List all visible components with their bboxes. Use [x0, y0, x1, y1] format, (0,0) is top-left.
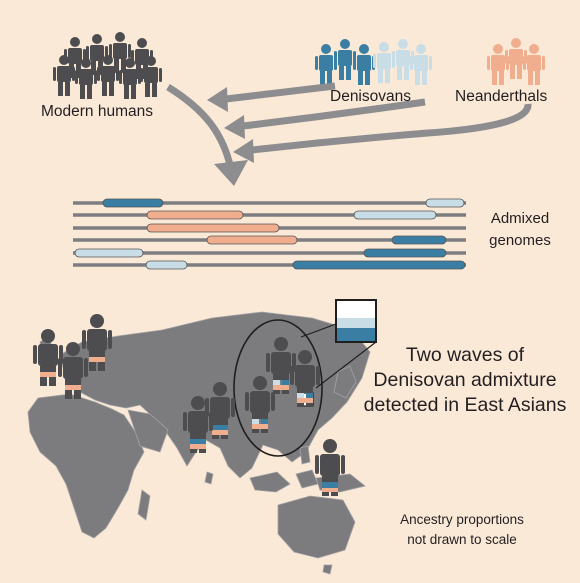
- arrow-heads: [207, 87, 254, 186]
- denisovan-crowd: [315, 39, 432, 85]
- admixed-genomes: [73, 198, 466, 270]
- waves-caption: Two waves of Denisovan admixture detecte…: [350, 343, 580, 418]
- map-population-figures: [33, 314, 345, 496]
- person-icon: [315, 439, 345, 496]
- note-line-2: not drawn to scale: [407, 532, 517, 547]
- waves-line-2: Denisovan admixture: [373, 369, 557, 391]
- flow-arrows: [166, 82, 532, 166]
- admixed-genomes-label: Admixed genomes: [480, 208, 560, 252]
- person-icon: [33, 329, 63, 386]
- person-icon: [183, 396, 213, 453]
- world-map: [27, 311, 371, 575]
- zoom-callout: [233, 299, 377, 457]
- denisovans-label: Denisovans: [330, 88, 411, 105]
- admixed-line-1: Admixed: [490, 210, 550, 227]
- person-icon: [58, 342, 88, 399]
- waves-line-1: Two waves of: [405, 344, 525, 366]
- note-line-1: Ancestry proportions: [400, 512, 524, 527]
- neanderthal-crowd: [487, 38, 545, 85]
- modern-human-crowd: [53, 32, 162, 99]
- person-icon: [245, 376, 275, 433]
- waves-line-3: detected in East Asians: [363, 394, 567, 416]
- scale-note: Ancestry proportions not drawn to scale: [382, 510, 542, 550]
- person-icon: [205, 382, 235, 439]
- neanderthals-label: Neanderthals: [455, 88, 548, 105]
- admixed-line-2: genomes: [489, 232, 551, 249]
- modern-humans-label: Modern humans: [41, 103, 154, 120]
- person-icon: [82, 314, 112, 371]
- person-icon: [266, 337, 296, 394]
- person-icon: [290, 350, 320, 407]
